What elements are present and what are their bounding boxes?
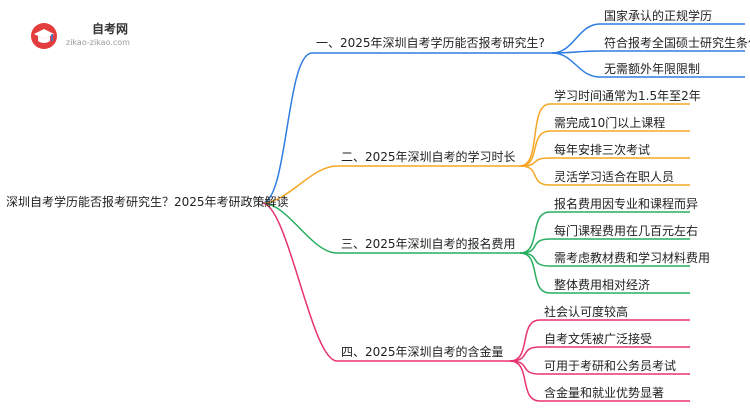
leaf-4-4: 含金量和就业优势显著 bbox=[544, 386, 665, 400]
leaf-4-2: 自考文凭被广泛接受 bbox=[544, 332, 653, 346]
branch-1-link bbox=[261, 52, 313, 204]
leaf-2-1-link bbox=[519, 103, 551, 167]
leaf-4-1: 社会认可度较高 bbox=[544, 305, 629, 319]
leaf-1-3: 无需额外年限限制 bbox=[604, 62, 701, 76]
leaf-2-1: 学习时间通常为1.5年至2年 bbox=[554, 89, 701, 103]
leaf-1-1-link bbox=[551, 23, 601, 54]
leaf-4-3: 可用于考研和公务员考试 bbox=[544, 359, 677, 373]
branch-3-label: 三、2025年深圳自考的报名费用 bbox=[341, 237, 516, 251]
leaf-3-3: 需考虑教材费和学习材料费用 bbox=[554, 251, 711, 265]
leaf-3-3-link bbox=[519, 252, 551, 267]
graduation-cap-icon bbox=[31, 23, 57, 49]
branch-1-label: 一、2025年深圳自考学历能否报考研究生? bbox=[316, 36, 545, 50]
leaf-3-1: 报名费用因专业和课程而异 bbox=[554, 197, 699, 211]
leaf-4-4-link bbox=[509, 360, 541, 402]
leaf-3-4-link bbox=[519, 252, 551, 294]
leaf-2-2: 需完成10门以上课程 bbox=[554, 116, 666, 130]
site-logo[interactable]: 自考网 zikao-zikao.com bbox=[29, 18, 149, 52]
leaf-3-2-link bbox=[519, 238, 551, 254]
leaf-4-3-link bbox=[509, 360, 541, 375]
leaf-1-3-link bbox=[551, 52, 601, 78]
leaf-2-4-link bbox=[519, 165, 551, 186]
leaf-2-3: 每年安排三次考试 bbox=[554, 143, 651, 157]
leaf-3-2: 每门课程费用在几百元左右 bbox=[554, 224, 699, 238]
leaf-1-1: 国家承认的正规学历 bbox=[604, 9, 713, 23]
branch-2-label: 二、2025年深圳自考的学习时长 bbox=[341, 150, 516, 164]
logo-url: zikao-zikao.com bbox=[66, 38, 130, 47]
leaf-2-4: 灵活学习适合在职人员 bbox=[554, 170, 675, 184]
root-topic: 深圳自考学历能否报考研究生？2025年考研政策解读 bbox=[6, 195, 289, 209]
branch-4-link bbox=[261, 202, 338, 362]
branch-4-label: 四、2025年深圳自考的含金量 bbox=[341, 345, 504, 359]
branch-3-link bbox=[261, 202, 338, 254]
leaf-3-4: 整体费用相对经济 bbox=[554, 278, 651, 292]
leaf-1-2: 符合报考全国硕士研究生条件 bbox=[604, 36, 750, 50]
logo-title: 自考网 bbox=[92, 22, 129, 36]
branch-2-link bbox=[261, 165, 338, 204]
leaf-4-2-link bbox=[509, 346, 541, 362]
